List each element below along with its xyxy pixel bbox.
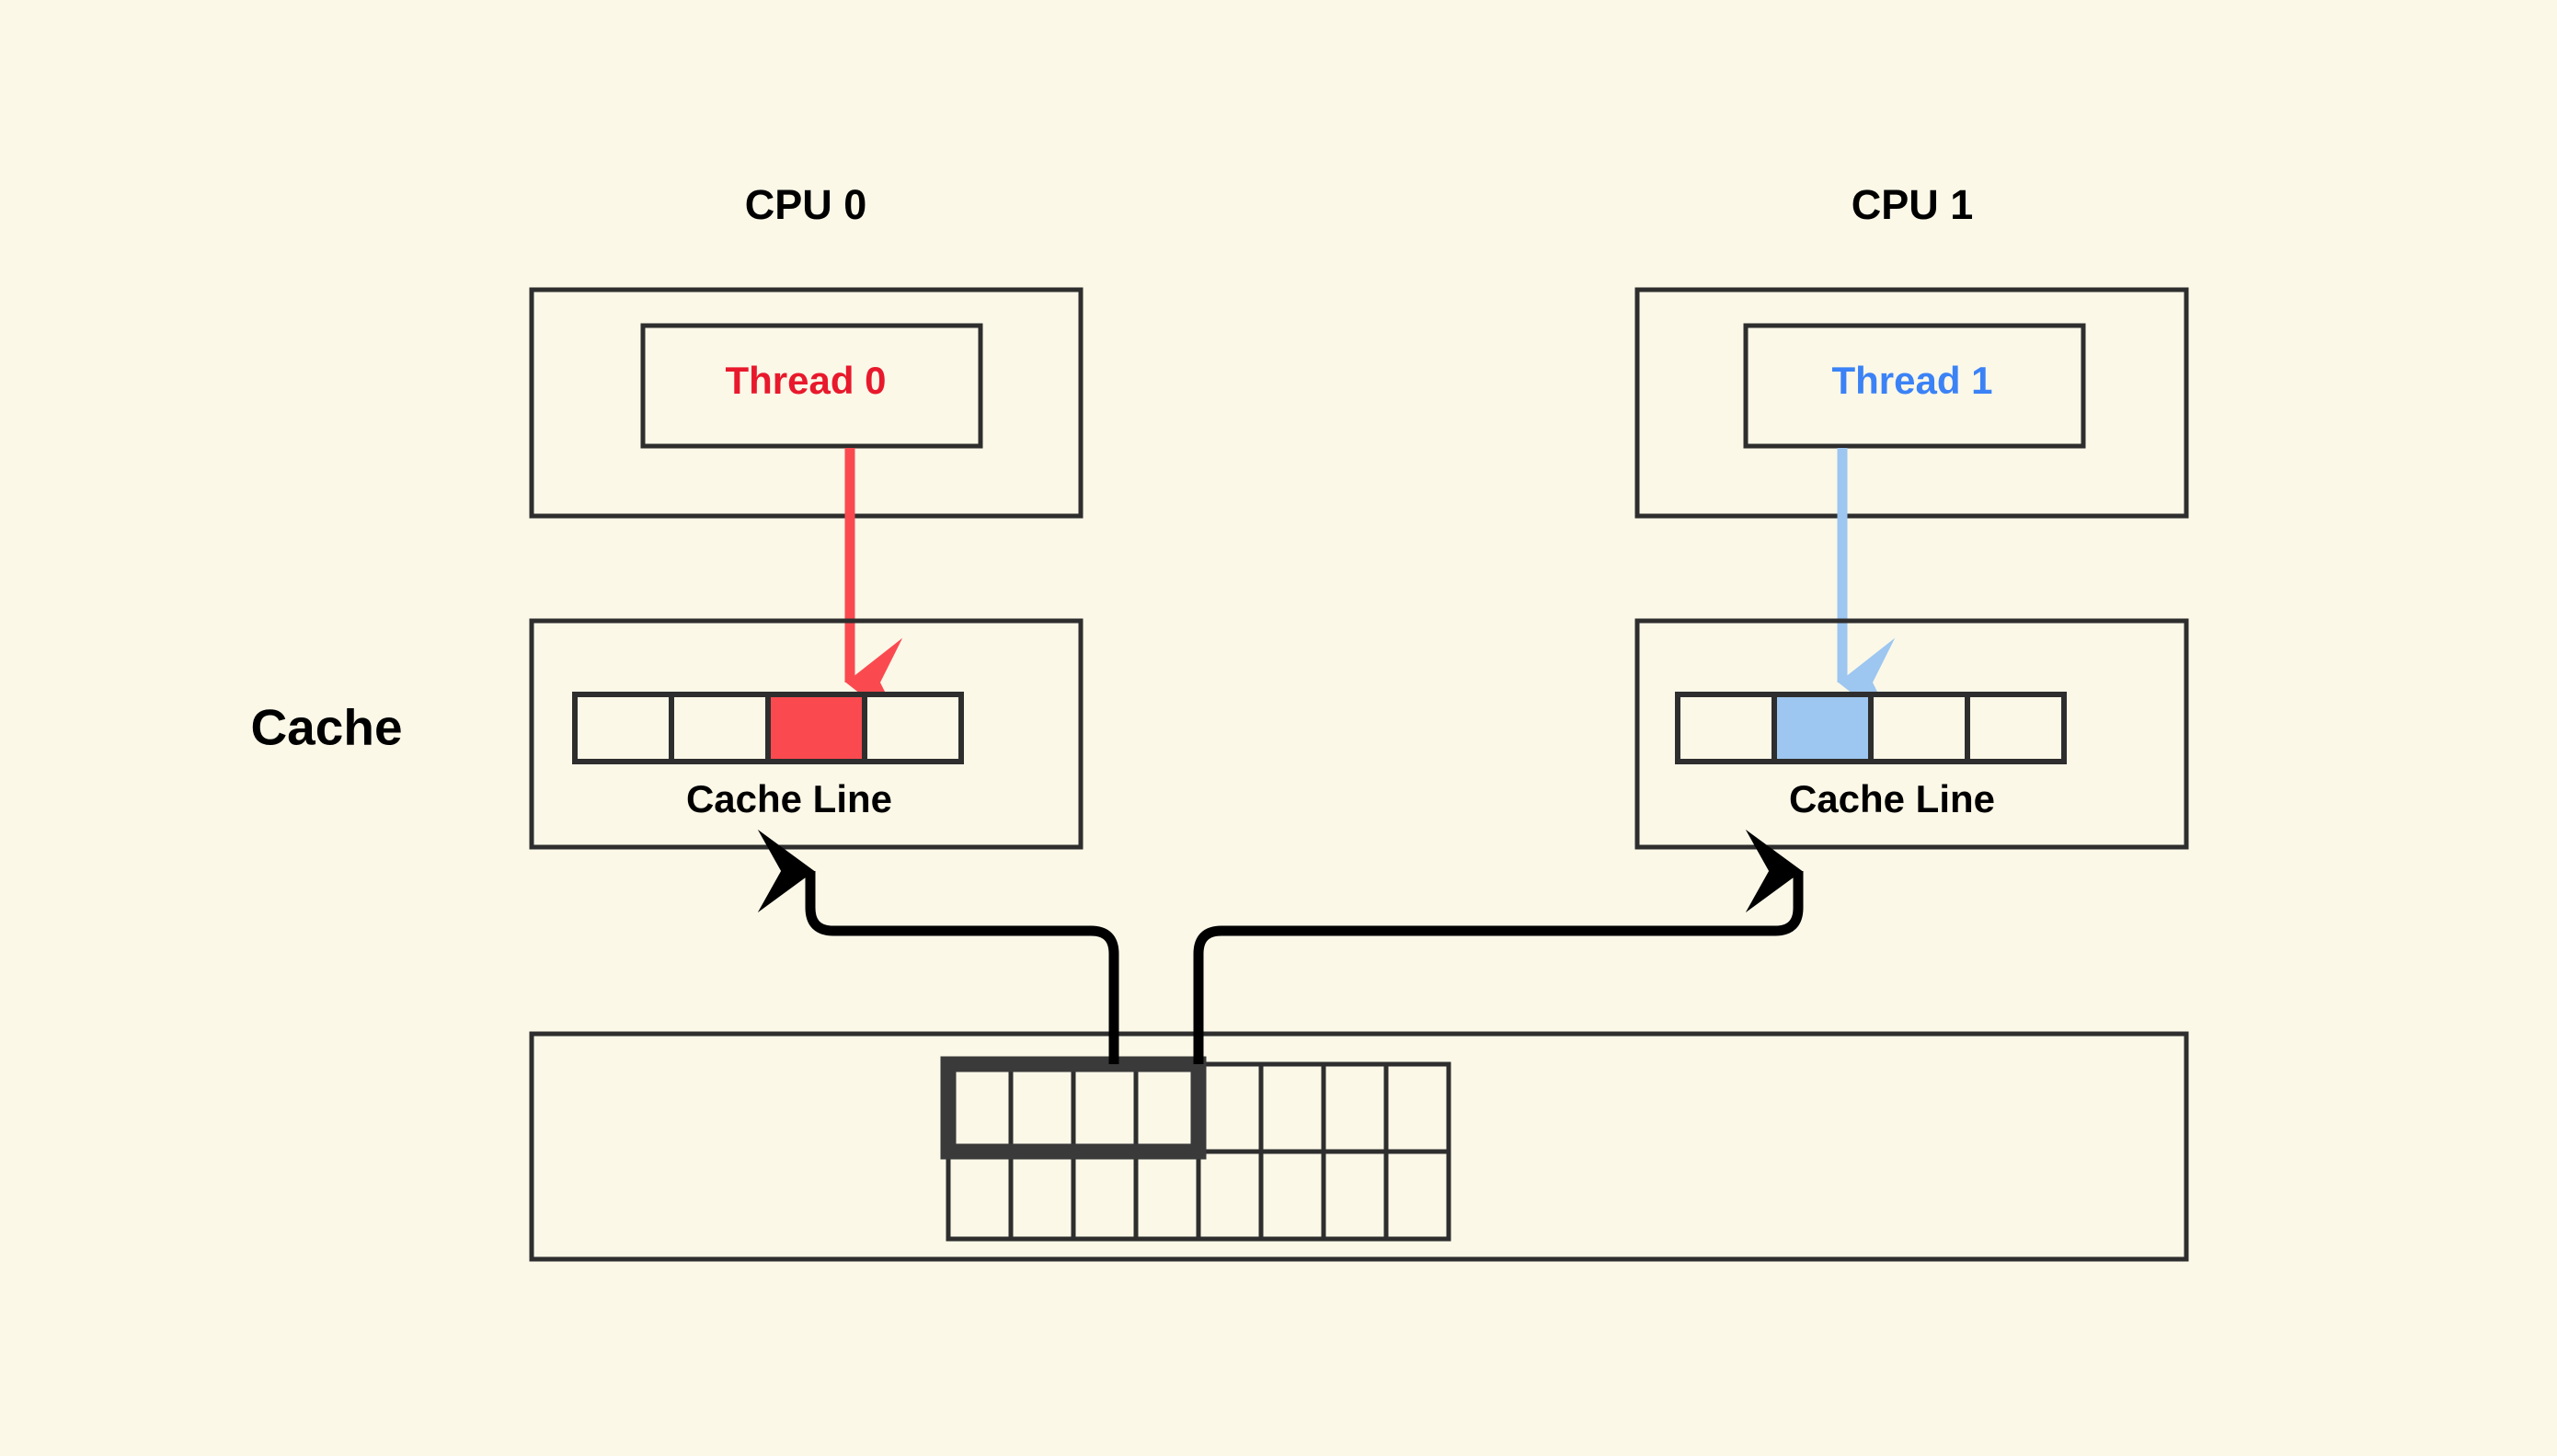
memory-cell-r1-c4 (1196, 1149, 1264, 1242)
memory-cell-r0-c2 (1071, 1061, 1139, 1154)
cpu1-cache-line-label: Cache Line (1789, 777, 1995, 820)
thread0-label: Thread 0 (725, 359, 886, 402)
cache-row-label: Cache (250, 699, 402, 756)
memory-to-cpu0-connector (757, 829, 1119, 1064)
memory-cell-r0-c4 (1196, 1061, 1264, 1154)
cpu1-cache-cell-0 (1675, 692, 1777, 764)
memory-cell-r1-c5 (1258, 1149, 1326, 1242)
cpu0-cache-cell-0 (572, 692, 674, 764)
memory-cell-r1-c1 (1008, 1149, 1076, 1242)
cpu0-cache-cell-2-highlighted (765, 692, 867, 764)
memory-cell-r0-c0 (946, 1061, 1014, 1154)
memory-cell-r0-c6 (1321, 1061, 1389, 1154)
cpu1-box (1634, 287, 2189, 519)
memory-cell-r1-c7 (1383, 1149, 1451, 1242)
memory-cacheline-highlight (940, 1056, 1207, 1160)
cpu0-cache-line-label: Cache Line (686, 777, 892, 820)
cpu0-title: CPU 0 (745, 181, 867, 228)
memory-grid-row-0 (946, 1061, 1451, 1154)
thread1-label: Thread 1 (1831, 359, 1992, 402)
memory-cell-r0-c7 (1383, 1061, 1451, 1154)
thread1-box (1743, 323, 2086, 449)
cpu1-cache-cell-1-highlighted (1772, 692, 1874, 764)
memory-cell-r0-c1 (1008, 1061, 1076, 1154)
memory-cell-r1-c6 (1321, 1149, 1389, 1242)
cpu0-group: CPU 0 Thread 0 Cache Line (529, 181, 1084, 850)
cpu0-cache-cell-3 (862, 692, 964, 764)
cpu1-cache-cell-3 (1965, 692, 2067, 764)
cpu1-cache-box (1634, 618, 2189, 850)
memory-cell-r0-c5 (1258, 1061, 1326, 1154)
memory-cell-r1-c2 (1071, 1149, 1139, 1242)
cpu0-box (529, 287, 1084, 519)
memory-cell-r1-c3 (1133, 1149, 1201, 1242)
cpu1-group: CPU 1 Thread 1 Cache Line (1634, 181, 2189, 850)
cpu0-cache-cell-1 (669, 692, 771, 764)
thread0-box (640, 323, 983, 449)
memory-cell-r1-c0 (946, 1149, 1014, 1242)
memory-grid-row-1 (946, 1149, 1451, 1242)
memory-cell-r0-c3 (1133, 1061, 1201, 1154)
memory-to-cpu1-connector (1193, 829, 1804, 1064)
memory-box (529, 1031, 2189, 1262)
cpu1-cache-cell-2 (1868, 692, 1970, 764)
memory-group (529, 1031, 2189, 1262)
cpu1-title: CPU 1 (1852, 181, 1974, 228)
